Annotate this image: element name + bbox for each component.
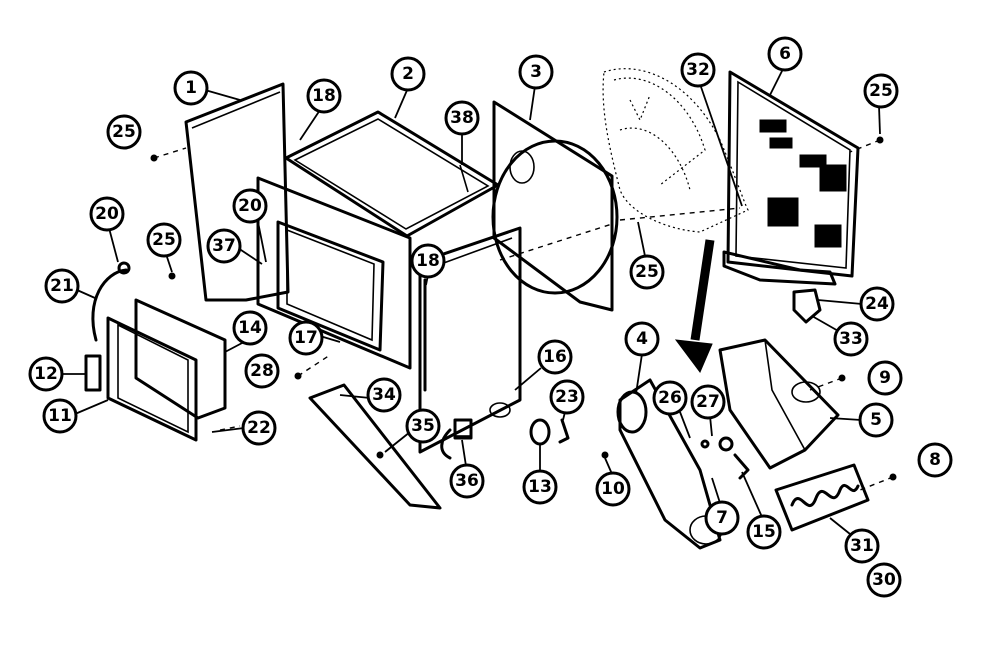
top-panel-seal — [459, 164, 469, 193]
svg-text:24: 24 — [865, 294, 889, 314]
svg-text:2: 2 — [402, 64, 414, 84]
callout-18a: 18 — [299, 78, 342, 141]
callout-13: 13 — [522, 444, 558, 505]
svg-text:11: 11 — [48, 406, 72, 426]
toe-panel — [308, 383, 442, 510]
svg-text:12: 12 — [34, 364, 58, 384]
callout-20a: 20 — [89, 196, 125, 263]
svg-text:6: 6 — [779, 44, 791, 64]
callout-36: 36 — [449, 439, 485, 499]
callout-16: 16 — [514, 339, 573, 391]
svg-text:4: 4 — [636, 329, 648, 349]
callout-25c: 25 — [629, 221, 665, 290]
svg-text:23: 23 — [555, 387, 579, 407]
svg-text:13: 13 — [528, 477, 552, 497]
callout-20b: 20 — [232, 188, 268, 263]
left-side-panel — [184, 82, 290, 302]
svg-text:35: 35 — [411, 416, 435, 436]
callout-28: 28 — [244, 353, 280, 389]
svg-text:18: 18 — [416, 251, 440, 271]
svg-text:27: 27 — [696, 392, 720, 412]
svg-text:8: 8 — [929, 450, 941, 470]
svg-text:37: 37 — [212, 236, 236, 256]
svg-text:25: 25 — [152, 230, 176, 250]
svg-text:20: 20 — [238, 196, 262, 216]
callout-9: 9 — [867, 360, 903, 396]
callout-34: 34 — [339, 377, 402, 413]
callout-32: 32 — [680, 52, 743, 207]
callout-15: 15 — [741, 471, 782, 550]
door-assembly — [84, 261, 227, 442]
callout-22: 22 — [211, 410, 277, 446]
svg-text:1: 1 — [185, 78, 197, 98]
assembly-lines — [153, 139, 894, 491]
svg-text:21: 21 — [50, 276, 74, 296]
svg-text:32: 32 — [686, 60, 710, 80]
svg-text:20: 20 — [95, 204, 119, 224]
callout-26: 26 — [652, 380, 691, 439]
callout-labels: 1 2 3 4 5 6 7 8 9 10 11 12 13 14 15 16 1… — [28, 36, 953, 598]
callout-6: 6 — [767, 36, 803, 96]
svg-text:34: 34 — [372, 385, 396, 405]
rear-bulkhead — [491, 100, 619, 312]
svg-text:38: 38 — [450, 108, 474, 128]
callout-8: 8 — [917, 442, 953, 478]
callout-17: 17 — [288, 320, 341, 356]
callout-2: 2 — [390, 56, 426, 119]
svg-text:26: 26 — [658, 388, 682, 408]
drum-liner — [602, 68, 749, 233]
svg-text:31: 31 — [850, 536, 874, 556]
callout-35: 35 — [384, 408, 441, 453]
callout-5: 5 — [829, 402, 894, 438]
rear-panel-vents — [759, 119, 847, 248]
svg-text:22: 22 — [247, 418, 271, 438]
callout-30: 30 — [866, 562, 902, 598]
callout-18b: 18 — [410, 243, 446, 286]
callout-12: 12 — [28, 356, 86, 392]
svg-text:28: 28 — [250, 361, 274, 381]
motor-bracket — [792, 288, 822, 324]
svg-text:5: 5 — [870, 410, 882, 430]
callout-27: 27 — [690, 384, 726, 437]
base-tray — [718, 338, 840, 470]
svg-text:15: 15 — [752, 522, 776, 542]
svg-text:25: 25 — [112, 122, 136, 142]
svg-text:18: 18 — [312, 86, 336, 106]
callout-7: 7 — [704, 477, 740, 536]
parts-drawing — [84, 68, 897, 550]
callout-33: 33 — [811, 315, 869, 357]
callout-10: 10 — [595, 457, 631, 507]
svg-text:33: 33 — [839, 329, 863, 349]
assembly-arrow — [674, 239, 715, 373]
heater-element — [774, 463, 870, 532]
callout-14: 14 — [224, 310, 268, 353]
svg-text:17: 17 — [294, 328, 318, 348]
svg-text:10: 10 — [601, 479, 625, 499]
svg-text:14: 14 — [238, 318, 262, 338]
callout-25a: 25 — [106, 114, 142, 150]
callout-31: 31 — [829, 517, 880, 564]
svg-text:30: 30 — [872, 570, 896, 590]
callout-24: 24 — [817, 286, 895, 322]
callout-3: 3 — [518, 54, 554, 121]
callout-23: 23 — [549, 379, 585, 421]
svg-text:16: 16 — [543, 347, 567, 367]
callout-1: 1 — [173, 70, 241, 106]
callout-4: 4 — [624, 321, 660, 395]
svg-text:9: 9 — [879, 368, 891, 388]
rear-panel — [722, 70, 860, 286]
callout-37: 37 — [206, 228, 263, 265]
callout-25d: 25 — [863, 73, 899, 135]
svg-text:7: 7 — [716, 508, 728, 528]
callout-38: 38 — [444, 100, 480, 165]
svg-text:25: 25 — [869, 81, 893, 101]
callout-11: 11 — [42, 398, 109, 434]
svg-text:36: 36 — [455, 471, 479, 491]
callout-21: 21 — [44, 268, 96, 304]
callout-25b: 25 — [146, 222, 182, 273]
svg-text:25: 25 — [635, 262, 659, 282]
svg-text:3: 3 — [530, 62, 542, 82]
